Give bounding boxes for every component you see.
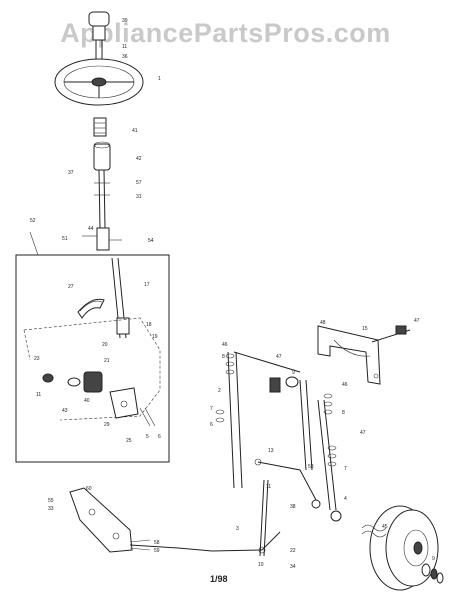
tie-rod-pivot (269, 376, 299, 393)
pivot-bracket (109, 387, 156, 427)
shoulder-bolt (371, 325, 411, 343)
callout: 48 (320, 320, 326, 326)
callout: 45 (382, 524, 388, 530)
callout: 46 (342, 382, 348, 388)
callout: 59 (154, 548, 160, 554)
callout: 31 (136, 194, 142, 200)
callout: 41 (132, 128, 138, 134)
diagram-date-code: 1/98 (210, 574, 228, 584)
tie-rod (254, 458, 321, 509)
axle-support (299, 379, 313, 471)
callout: 8 (342, 410, 345, 416)
callout: 44 (88, 226, 94, 232)
callout: 55 (48, 498, 54, 504)
callout: 9 (292, 370, 295, 376)
callout: 46 (222, 342, 228, 348)
front-wheel (369, 505, 439, 591)
callout: 3 (236, 526, 239, 532)
callout: 33 (48, 506, 54, 512)
washer-stack-left (215, 353, 235, 423)
drag-link (129, 531, 281, 554)
spring-washer (361, 524, 387, 538)
callout: 47 (360, 430, 366, 436)
callout: 37 (68, 170, 74, 176)
callout: 7 (210, 406, 213, 412)
steering-shaft-upper (94, 169, 110, 229)
callout: 11 (266, 484, 271, 490)
mounting-plate-outline (23, 317, 161, 421)
callout: 40 (84, 398, 90, 404)
callout: 25 (126, 438, 132, 444)
callout-labels: 39 11 36 1 41 42 37 57 31 52 44 51 54 17… (30, 18, 435, 570)
callout: 7 (344, 466, 347, 472)
callout: 2 (218, 388, 221, 394)
sector-gear (77, 298, 105, 319)
callout: 60 (86, 486, 92, 492)
front-axle (227, 351, 301, 489)
callout: 15 (362, 326, 368, 332)
callout: 4 (344, 496, 347, 502)
callout: 29 (104, 422, 110, 428)
callout: 6 (158, 434, 161, 440)
watermark: AppliancePartsPros.com (60, 18, 391, 48)
callout: 13 (268, 448, 274, 454)
callout: 47 (414, 318, 420, 324)
callout: 42 (136, 156, 142, 162)
callout: 34 (290, 564, 296, 570)
spindle-arm (317, 399, 342, 522)
callout: 8 (222, 354, 225, 360)
callout: 10 (258, 562, 264, 568)
callout: 51 (62, 236, 68, 242)
callout: 39 (122, 18, 128, 24)
steering-bushing (93, 141, 111, 171)
callout: 11 (122, 44, 127, 50)
callout: 57 (136, 180, 142, 186)
callout: 21 (104, 358, 110, 364)
spindle-rod (259, 479, 269, 557)
callout: 6 (210, 422, 213, 428)
wheel-hardware (421, 563, 444, 584)
steering-shaft-lower (111, 257, 130, 339)
callout: 58 (154, 540, 160, 546)
callout: 22 (290, 548, 296, 554)
callout: 20 (102, 342, 108, 348)
callout: 43 (62, 408, 68, 414)
callout: 52 (30, 218, 36, 224)
callout: 11 (36, 392, 41, 398)
callout: 5 (146, 434, 149, 440)
steering-adapter (93, 117, 107, 137)
callout: 27 (68, 284, 74, 290)
upper-right-bracket (317, 325, 381, 385)
callout: 54 (148, 238, 154, 244)
front-axle-bracket (69, 487, 151, 553)
steering-cap (88, 11, 110, 60)
callout: 17 (144, 282, 150, 288)
pinion-gear (42, 371, 103, 393)
detail-inset-box (15, 231, 170, 463)
callout: 19 (152, 334, 158, 340)
callout: 38 (290, 504, 296, 510)
callout: 18 (146, 322, 152, 328)
washer-stack-right (323, 393, 337, 467)
steering-spacer (82, 227, 122, 251)
callout: 1 (158, 76, 161, 82)
callout: 23 (34, 356, 40, 362)
callout: 9 (432, 556, 435, 562)
steering-wheel (54, 58, 144, 106)
callout: 47 (276, 354, 282, 360)
callout: 53 (308, 464, 314, 470)
callout: 36 (122, 54, 128, 60)
